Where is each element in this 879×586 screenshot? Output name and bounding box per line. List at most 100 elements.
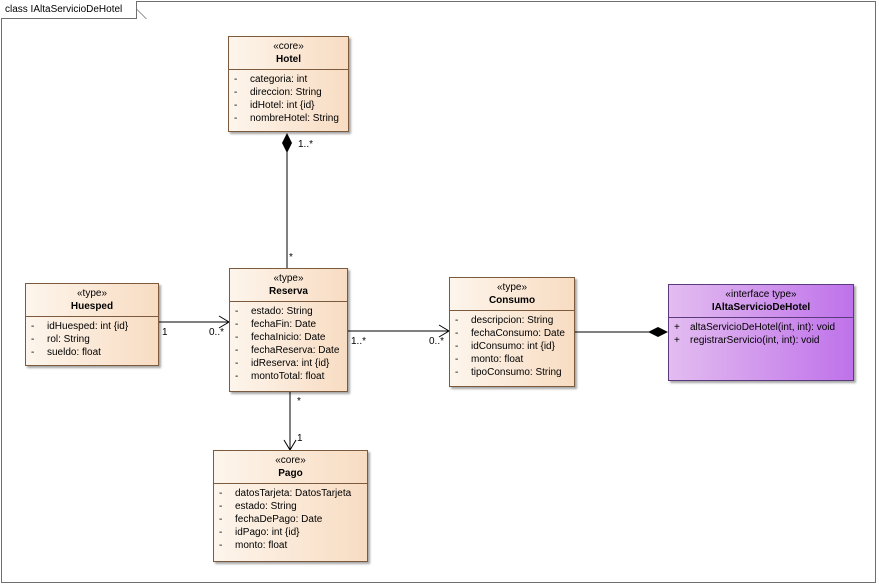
visibility-marker: - (235, 332, 239, 343)
attribute-row: -idConsumo: int {id} (455, 340, 570, 353)
visibility-marker: - (219, 540, 223, 551)
attribute-row: - fechaDePago: Date (219, 513, 363, 526)
stereotype-label: «type» (273, 273, 304, 284)
class-huesped[interactable]: «type» Huesped - idHuesped: int {id} - rol… (25, 283, 159, 366)
class-header: «type» Consumo (450, 278, 574, 311)
visibility-marker: - (31, 334, 35, 345)
attribute-row: -monto: float (455, 353, 570, 366)
visibility-marker: - (455, 341, 459, 352)
visibility-marker: + (674, 335, 680, 346)
iface-composition-diamond (648, 327, 668, 337)
attribute-text: idReserva: int {id} (251, 358, 330, 369)
attribute-row: - datosTarjeta: DatosTarjeta (219, 487, 363, 500)
operation-text: registrarServicio(int, int): void (690, 335, 820, 346)
class-name: IAltaServicioDeHotel (711, 302, 811, 313)
attribute-text: fechaDePago: Date (235, 514, 323, 525)
class-header: «core» Pago (214, 451, 367, 484)
class-name: Reserva (269, 286, 308, 297)
visibility-marker: - (234, 113, 238, 124)
operation-text: altaServicioDeHotel(int, int): void (690, 322, 836, 333)
mult-reserva-bottom: * (297, 396, 301, 407)
attribute-text: descripcion: String (471, 315, 554, 326)
attribute-text: sueldo: float (47, 347, 101, 358)
mult-pago-top: 1 (297, 433, 303, 444)
attribute-row: -fechaConsumo: Date (455, 327, 570, 340)
attribute-list: -estado: String -fechaFin: Date -fechaIn… (230, 302, 347, 385)
operation-row: + registrarServicio(int, int): void (674, 334, 849, 347)
attribute-text: estado: String (235, 501, 297, 512)
attribute-text: fechaFin: Date (251, 319, 317, 330)
class-header: «type» Reserva (230, 269, 347, 302)
interface-ialtaserviciodehotel[interactable]: «interface type» IAltaServicioDeHotel + a… (668, 284, 854, 381)
class-header: «type» Huesped (26, 284, 158, 317)
visibility-marker: - (234, 100, 238, 111)
visibility-marker: + (674, 322, 680, 333)
visibility-marker: - (219, 488, 223, 499)
visibility-marker: - (234, 74, 238, 85)
attribute-row: - montoTotal: float (235, 370, 343, 383)
attribute-row: - descripcion: String (455, 314, 570, 327)
visibility-marker: - (455, 315, 459, 326)
attribute-text: idHotel: int {id} (250, 100, 315, 111)
attribute-row: -estado: String (235, 305, 343, 318)
class-name: Huesped (70, 301, 114, 312)
attribute-row: - fechaInicio: Date (235, 331, 343, 344)
attribute-row: - nombreHotel: String (234, 112, 344, 125)
class-pago[interactable]: «core» Pago - datosTarjeta: DatosTarjeta … (213, 450, 368, 562)
attribute-text: fechaConsumo: Date (471, 328, 565, 339)
operation-list: + altaServicioDeHotel(int, int): void + re… (669, 318, 853, 349)
class-header: «interface type» IAltaServicioDeHotel (669, 285, 853, 318)
mult-consumo-left: 0..* (429, 336, 445, 347)
attribute-text: nombreHotel: String (250, 113, 339, 124)
visibility-marker: - (235, 358, 239, 369)
stereotype-label: «core» (273, 41, 304, 52)
class-name: Consumo (488, 295, 536, 306)
attribute-text: fechaInicio: Date (251, 332, 326, 343)
stereotype-label: «core» (275, 455, 306, 466)
hotel-composition-diamond (282, 133, 292, 153)
attribute-row: - idHuesped: int {id} (31, 320, 154, 333)
class-hotel[interactable]: «core» Hotel -categoria: int - direccion:… (228, 36, 349, 132)
class-header: «core» Hotel (229, 37, 348, 70)
visibility-marker: - (455, 367, 459, 378)
attribute-text: fechaReserva: Date (251, 345, 340, 356)
visibility-marker: - (235, 345, 239, 356)
attribute-text: estado: String (251, 306, 313, 317)
attribute-list: - datosTarjeta: DatosTarjeta - estado: Str… (214, 484, 367, 554)
attribute-row: -categoria: int (234, 73, 344, 86)
mult-reserva-right: 1..* (351, 336, 367, 347)
attribute-text: montoTotal: float (251, 371, 325, 382)
attribute-text: tipoConsumo: String (471, 367, 562, 378)
operation-row: + altaServicioDeHotel(int, int): void (674, 321, 849, 334)
class-name: Pago (278, 468, 303, 479)
attribute-text: idHuesped: int {id} (47, 321, 129, 332)
stereotype-label: «type» (76, 288, 108, 299)
attribute-list: - idHuesped: int {id} - rol: String - sueld… (26, 317, 158, 361)
attribute-row: - fechaFin: Date (235, 318, 343, 331)
attribute-row: - rol: String (31, 333, 154, 346)
attribute-list: -categoria: int - direccion: String - idHo… (229, 70, 348, 127)
mult-reserva-left: 0..* (209, 327, 225, 338)
attribute-row: -idPago: int {id} (219, 526, 363, 539)
class-reserva[interactable]: «type» Reserva -estado: String -fechaFin… (229, 268, 348, 392)
visibility-marker: - (219, 514, 223, 525)
attribute-text: direccion: String (250, 87, 322, 98)
stereotype-label: «type» (496, 282, 528, 293)
stereotype-label: «interface type» (725, 289, 797, 300)
mult-reserva-top: * (289, 252, 293, 263)
attribute-text: datosTarjeta: DatosTarjeta (235, 488, 352, 499)
visibility-marker: - (235, 319, 239, 330)
class-consumo[interactable]: «type» Consumo -descripcion: String -fec… (449, 277, 575, 387)
attribute-text: idPago: int {id} (235, 527, 300, 538)
mult-hotel-end: 1..* (298, 139, 314, 150)
visibility-marker: - (31, 321, 35, 332)
visibility-marker: - (31, 347, 35, 358)
mult-huesped-end: 1 (162, 327, 168, 338)
visibility-marker: - (235, 371, 239, 382)
attribute-row: - idHotel: int {id} (234, 99, 344, 112)
diagram-title: class IAltaServicioDeHotel (1, 1, 138, 19)
attribute-text: monto: float (235, 540, 288, 551)
attribute-text: rol: String (47, 334, 90, 345)
visibility-marker: - (234, 87, 238, 98)
